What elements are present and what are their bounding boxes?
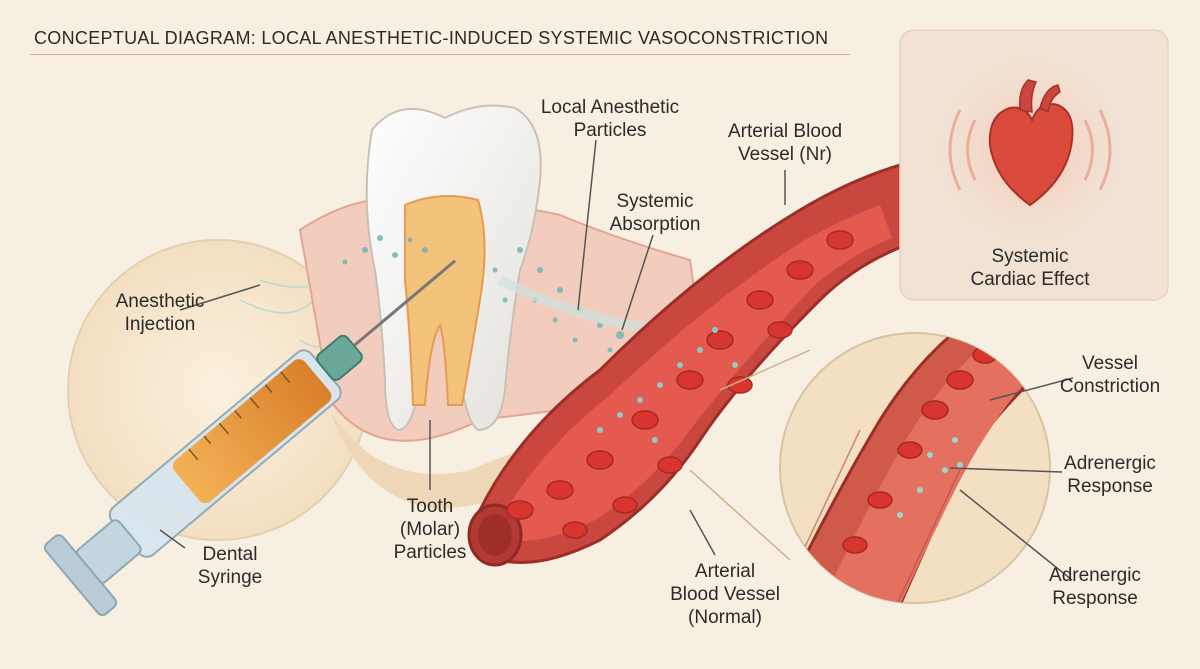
vessel-particles [597, 327, 738, 443]
label-anesthetic-injection: Anesthetic Injection [115, 291, 205, 335]
red-blood-cells [506, 230, 854, 539]
zoom-connector [689, 349, 811, 561]
label-dental-syringe: Dental Syringe [197, 544, 263, 588]
label-tooth-molar: Tooth (Molar) Particles [393, 496, 467, 563]
label-systemic-absorption: Systemic Absorption [609, 191, 701, 235]
leader-lines [159, 139, 1074, 581]
absorption-stream [497, 275, 661, 335]
diagram-title: CONCEPTUAL DIAGRAM: LOCAL ANESTHETIC-IND… [34, 28, 829, 48]
label-adrenergic-response-1: Adrenergic Response [1064, 453, 1156, 497]
label-adrenergic-response-2: Adrenergic Response [1049, 565, 1141, 609]
label-systemic-cardiac-effect: Systemic Cardiac Effect [970, 246, 1090, 290]
label-arterial-vessel-nr: Arterial Blood Vessel (Nr) [727, 121, 843, 165]
label-local-anesthetic: Local Anesthetic Particles [540, 97, 680, 141]
syringe-icon [43, 259, 457, 616]
constriction-zoom-circle [779, 332, 1051, 604]
label-arterial-vessel-normal: Arterial Blood Vessel (Normal) [670, 561, 780, 628]
heart-icon [948, 79, 1112, 207]
label-vessel-constriction: Vessel Constriction [1059, 353, 1161, 397]
anesthetic-particles [342, 235, 624, 353]
title-underline [30, 54, 850, 55]
tooth-icon [365, 104, 542, 432]
